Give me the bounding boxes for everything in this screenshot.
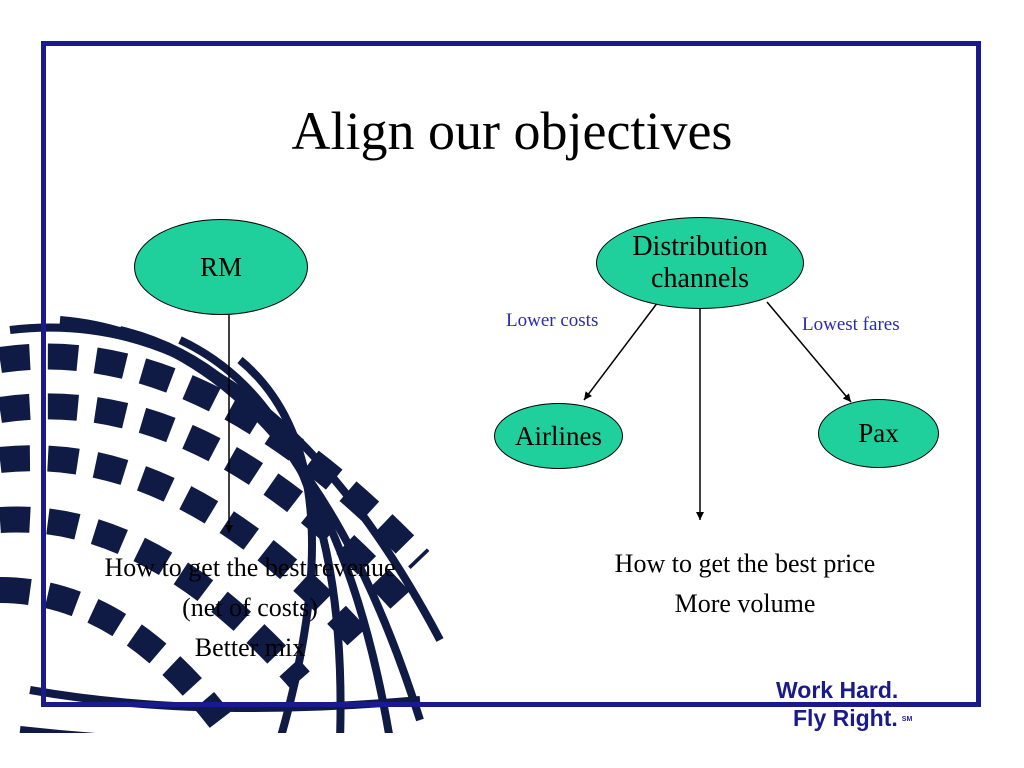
node-pax-label: Pax: [858, 418, 899, 448]
left-text-line: Better mix: [194, 633, 306, 662]
service-mark: SM: [901, 715, 913, 723]
label-lower-costs: Lower costs: [506, 310, 599, 331]
node-rm: RM: [134, 219, 308, 315]
slide-title: Align our objectives: [291, 101, 733, 161]
node-airlines: Airlines: [494, 403, 623, 469]
left-text-block: How to get the best revenue (net of cost…: [40, 548, 460, 668]
right-text-line: How to get the best price: [614, 549, 876, 578]
brand-slogan: Work Hard. Fly Right.SM: [776, 676, 912, 734]
left-text-line: How to get the best revenue: [104, 553, 396, 582]
brand-line-2: Fly Right.: [793, 705, 898, 731]
arrow-distribution-to-pax: [766, 301, 852, 403]
right-text-line: More volume: [674, 589, 816, 618]
node-airlines-label: Airlines: [515, 420, 602, 451]
right-text-block: How to get the best price More volume: [545, 544, 945, 624]
node-distribution-channels: Distribution channels: [596, 217, 804, 309]
arrow-distribution-to-airlines: [583, 301, 659, 401]
node-rm-label: RM: [199, 251, 243, 282]
node-distribution-label: Distribution channels: [632, 231, 768, 294]
node-pax: Pax: [818, 399, 939, 468]
brand-line-1: Work Hard.: [776, 677, 899, 703]
left-text-line: (net of costs): [182, 593, 318, 622]
slide-frame: [41, 41, 981, 707]
label-lowest-fares: Lowest fares: [802, 314, 900, 335]
